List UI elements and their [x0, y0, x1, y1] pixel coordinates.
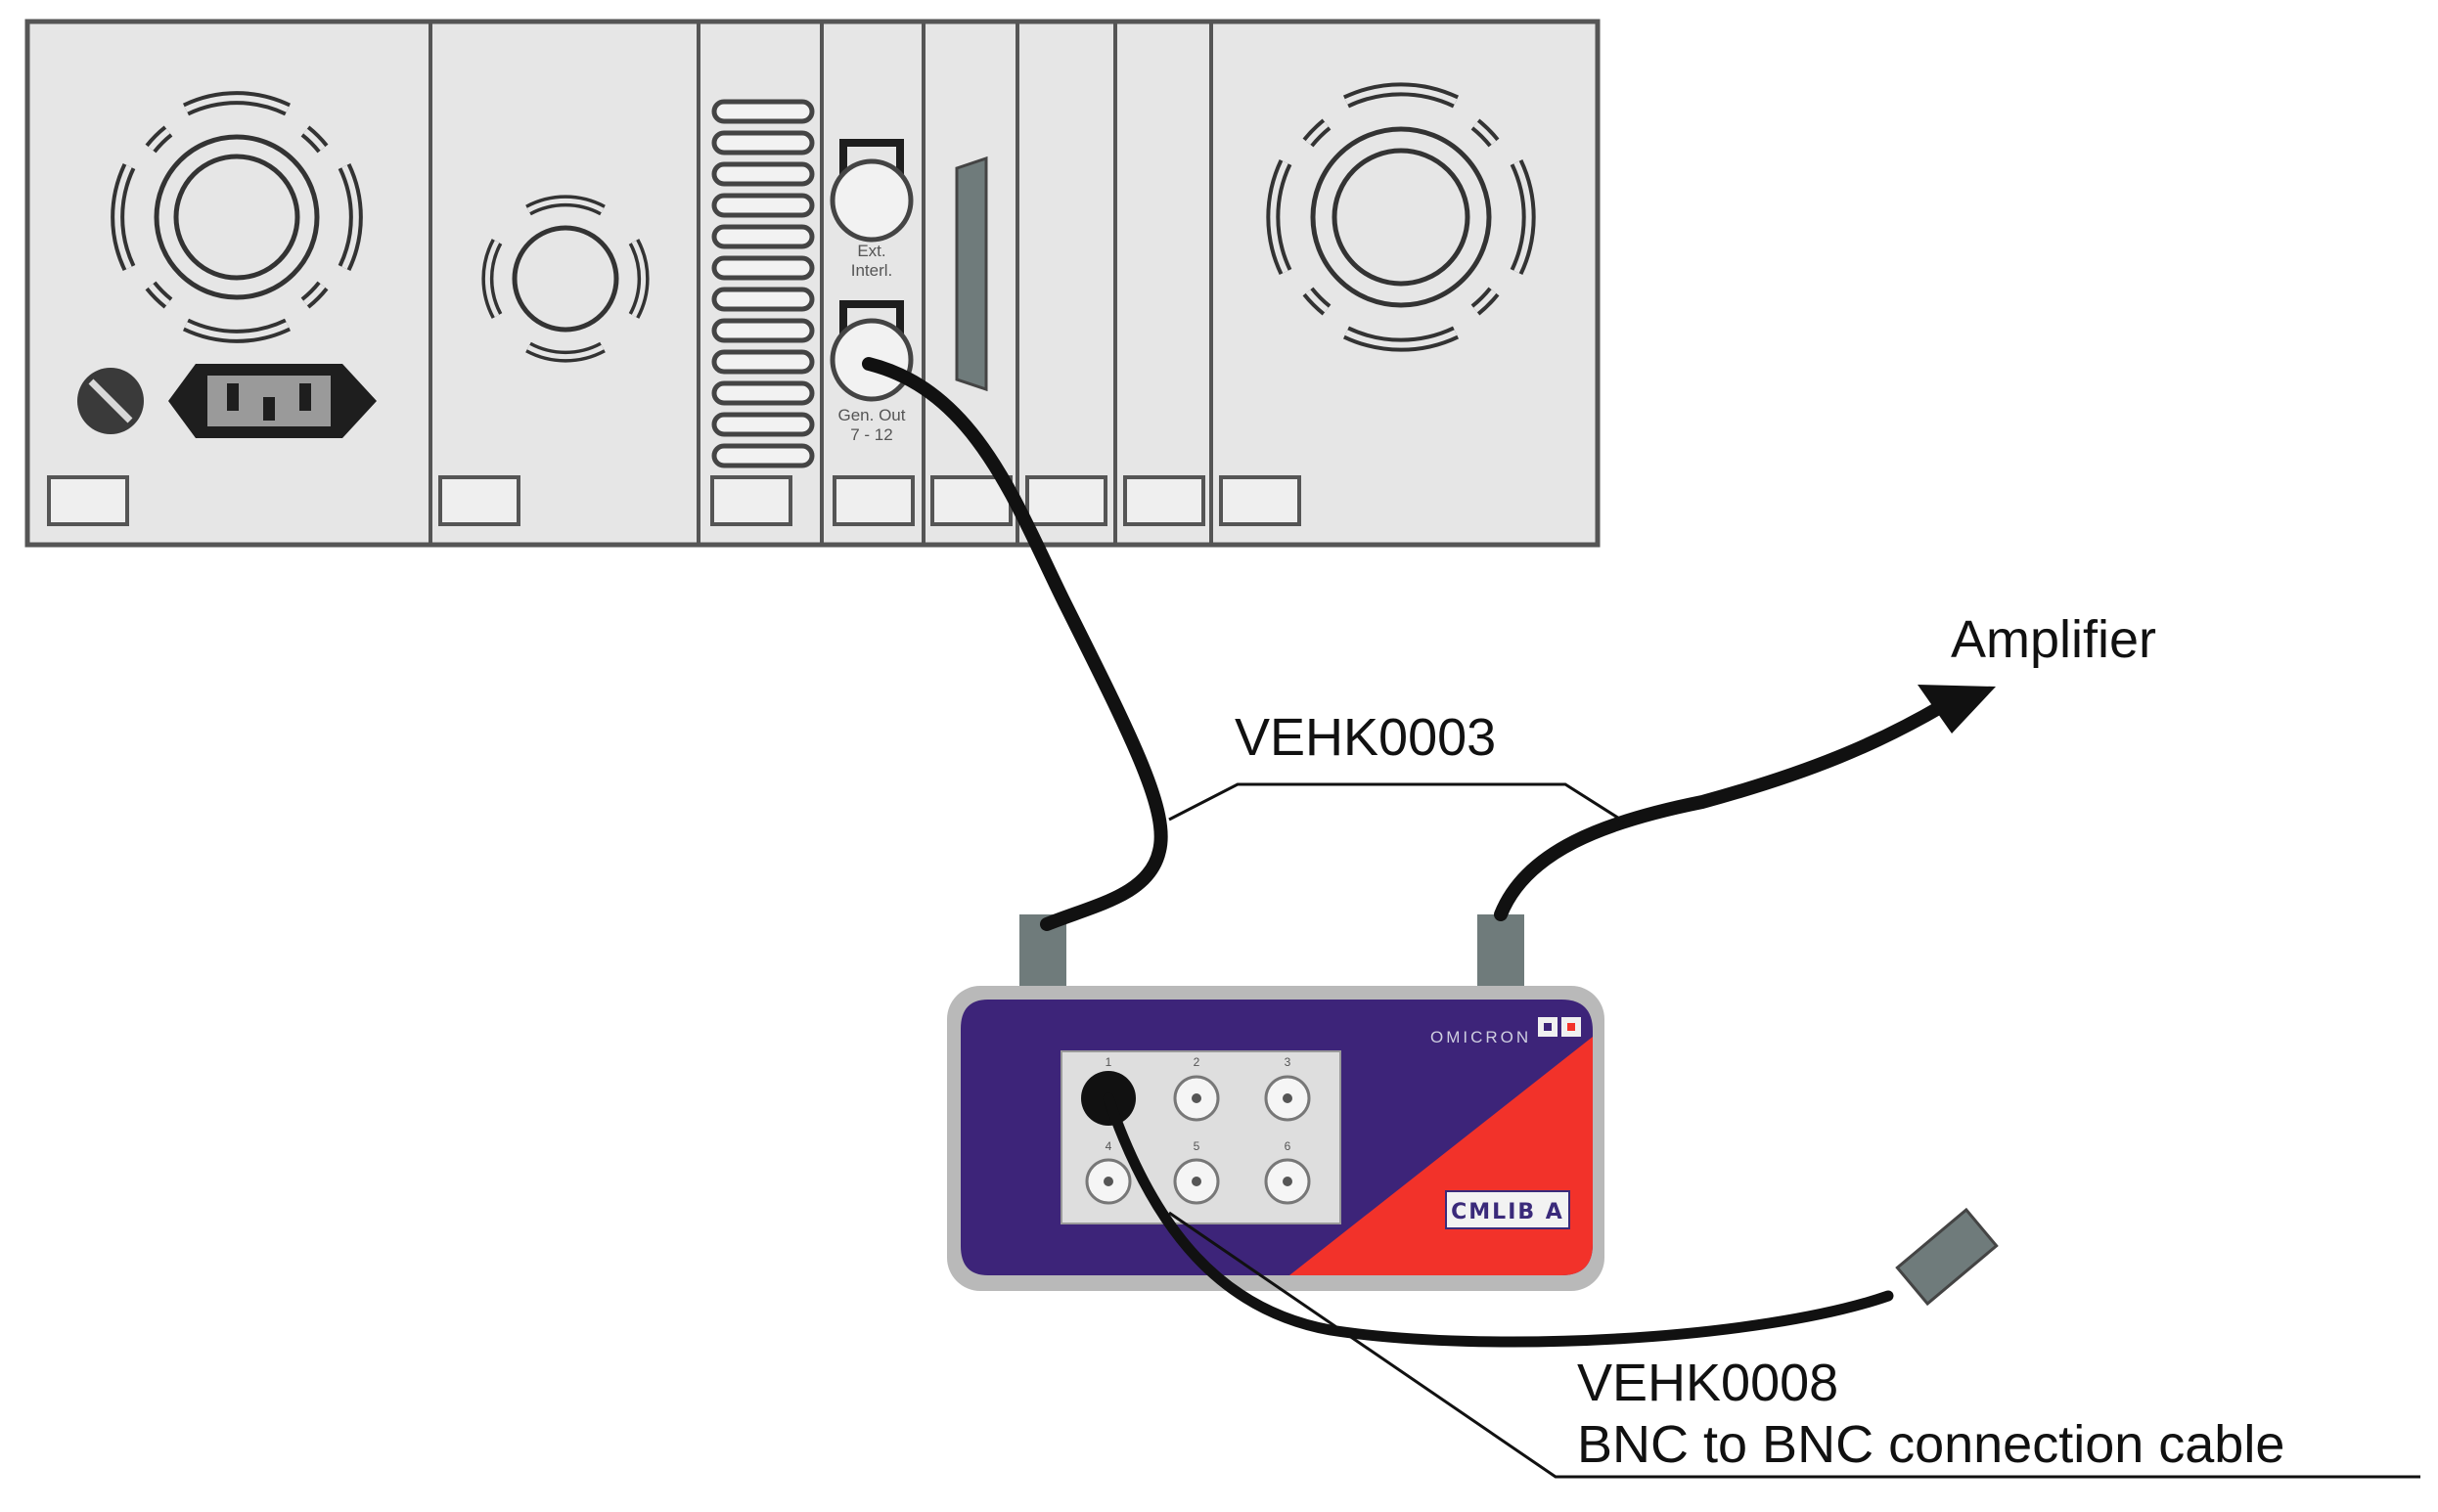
- fan-icon-outline: [1270, 86, 1532, 348]
- rack-module-dividers: [429, 22, 1213, 545]
- leader-lines: [1168, 782, 2420, 1479]
- rack-slot: [1025, 475, 1107, 526]
- rack-unit: Ext. Interl. Gen. Out 7 - 12: [24, 19, 1601, 548]
- cable-vehk0008: [1103, 1092, 1894, 1348]
- ext-interlock-connector: [830, 139, 914, 243]
- cmlib-device: OMICRON CMLIB A: [947, 914, 1604, 1291]
- bnc-connector-icon: [1173, 1158, 1220, 1205]
- device-model-label: CMLIB A: [1451, 1200, 1564, 1224]
- cable-plug-icon: [1895, 1207, 1999, 1307]
- rack-slot: [438, 475, 520, 526]
- arrow-head-icon: [1918, 685, 1996, 734]
- gen-out-label-line1: Gen. Out: [838, 406, 906, 424]
- channel-number: 6: [1285, 1139, 1291, 1153]
- amplifier-label: Amplifier: [1951, 610, 2156, 669]
- rack-slot: [710, 475, 792, 526]
- dsub-connector: [955, 156, 988, 392]
- cables: [862, 357, 1949, 1348]
- channel-number: 4: [1106, 1139, 1112, 1153]
- rack-slot: [1219, 475, 1301, 526]
- bnc-connector-icon: [1264, 1158, 1311, 1205]
- vehk0003-label: VEHK0003: [1235, 708, 1496, 767]
- power-socket-icon: [168, 364, 377, 438]
- gen-out-label-line2: 7 - 12: [850, 425, 892, 444]
- bnc-cable-label: BNC to BNC connection cable: [1577, 1415, 2284, 1474]
- bnc-connector-icon: [1173, 1075, 1220, 1122]
- ventilation-slots: [711, 99, 815, 468]
- bnc-connector-icon: [1264, 1075, 1311, 1122]
- rack-slot: [47, 475, 129, 526]
- ext-interl-label-line1: Ext.: [857, 242, 885, 260]
- cable-vehk0003-amplifier: [1494, 699, 1949, 921]
- channel-number: 2: [1194, 1055, 1200, 1069]
- omicron-logo-icon: [1538, 1017, 1581, 1037]
- rack-slot: [930, 475, 1013, 526]
- bnc-connector-icon: [1085, 1158, 1132, 1205]
- fuse-icon: [77, 368, 144, 434]
- fan-icon-outline: [484, 198, 647, 360]
- channel-number: 5: [1194, 1139, 1200, 1153]
- device-model-plate: [1445, 1190, 1570, 1229]
- fan-icon-outline: [114, 95, 359, 339]
- channel-number: 1: [1106, 1055, 1112, 1069]
- vehk0003-leader: [1168, 782, 1625, 823]
- vehk0008-label: VEHK0008: [1577, 1354, 1838, 1412]
- rack-handle-slots: [47, 475, 1301, 526]
- device-connector-right: [1477, 914, 1524, 987]
- cable-vehk0003-rack: [862, 357, 1168, 931]
- rack-slot: [1123, 475, 1205, 526]
- ext-interl-label-line2: Interl.: [851, 261, 893, 280]
- rack-slot: [833, 475, 915, 526]
- device-brand-label: OMICRON: [1430, 1028, 1531, 1046]
- channel-number: 3: [1285, 1055, 1291, 1069]
- gen-out-connector: [830, 300, 914, 402]
- vehk0008-leader: [1168, 1211, 2420, 1479]
